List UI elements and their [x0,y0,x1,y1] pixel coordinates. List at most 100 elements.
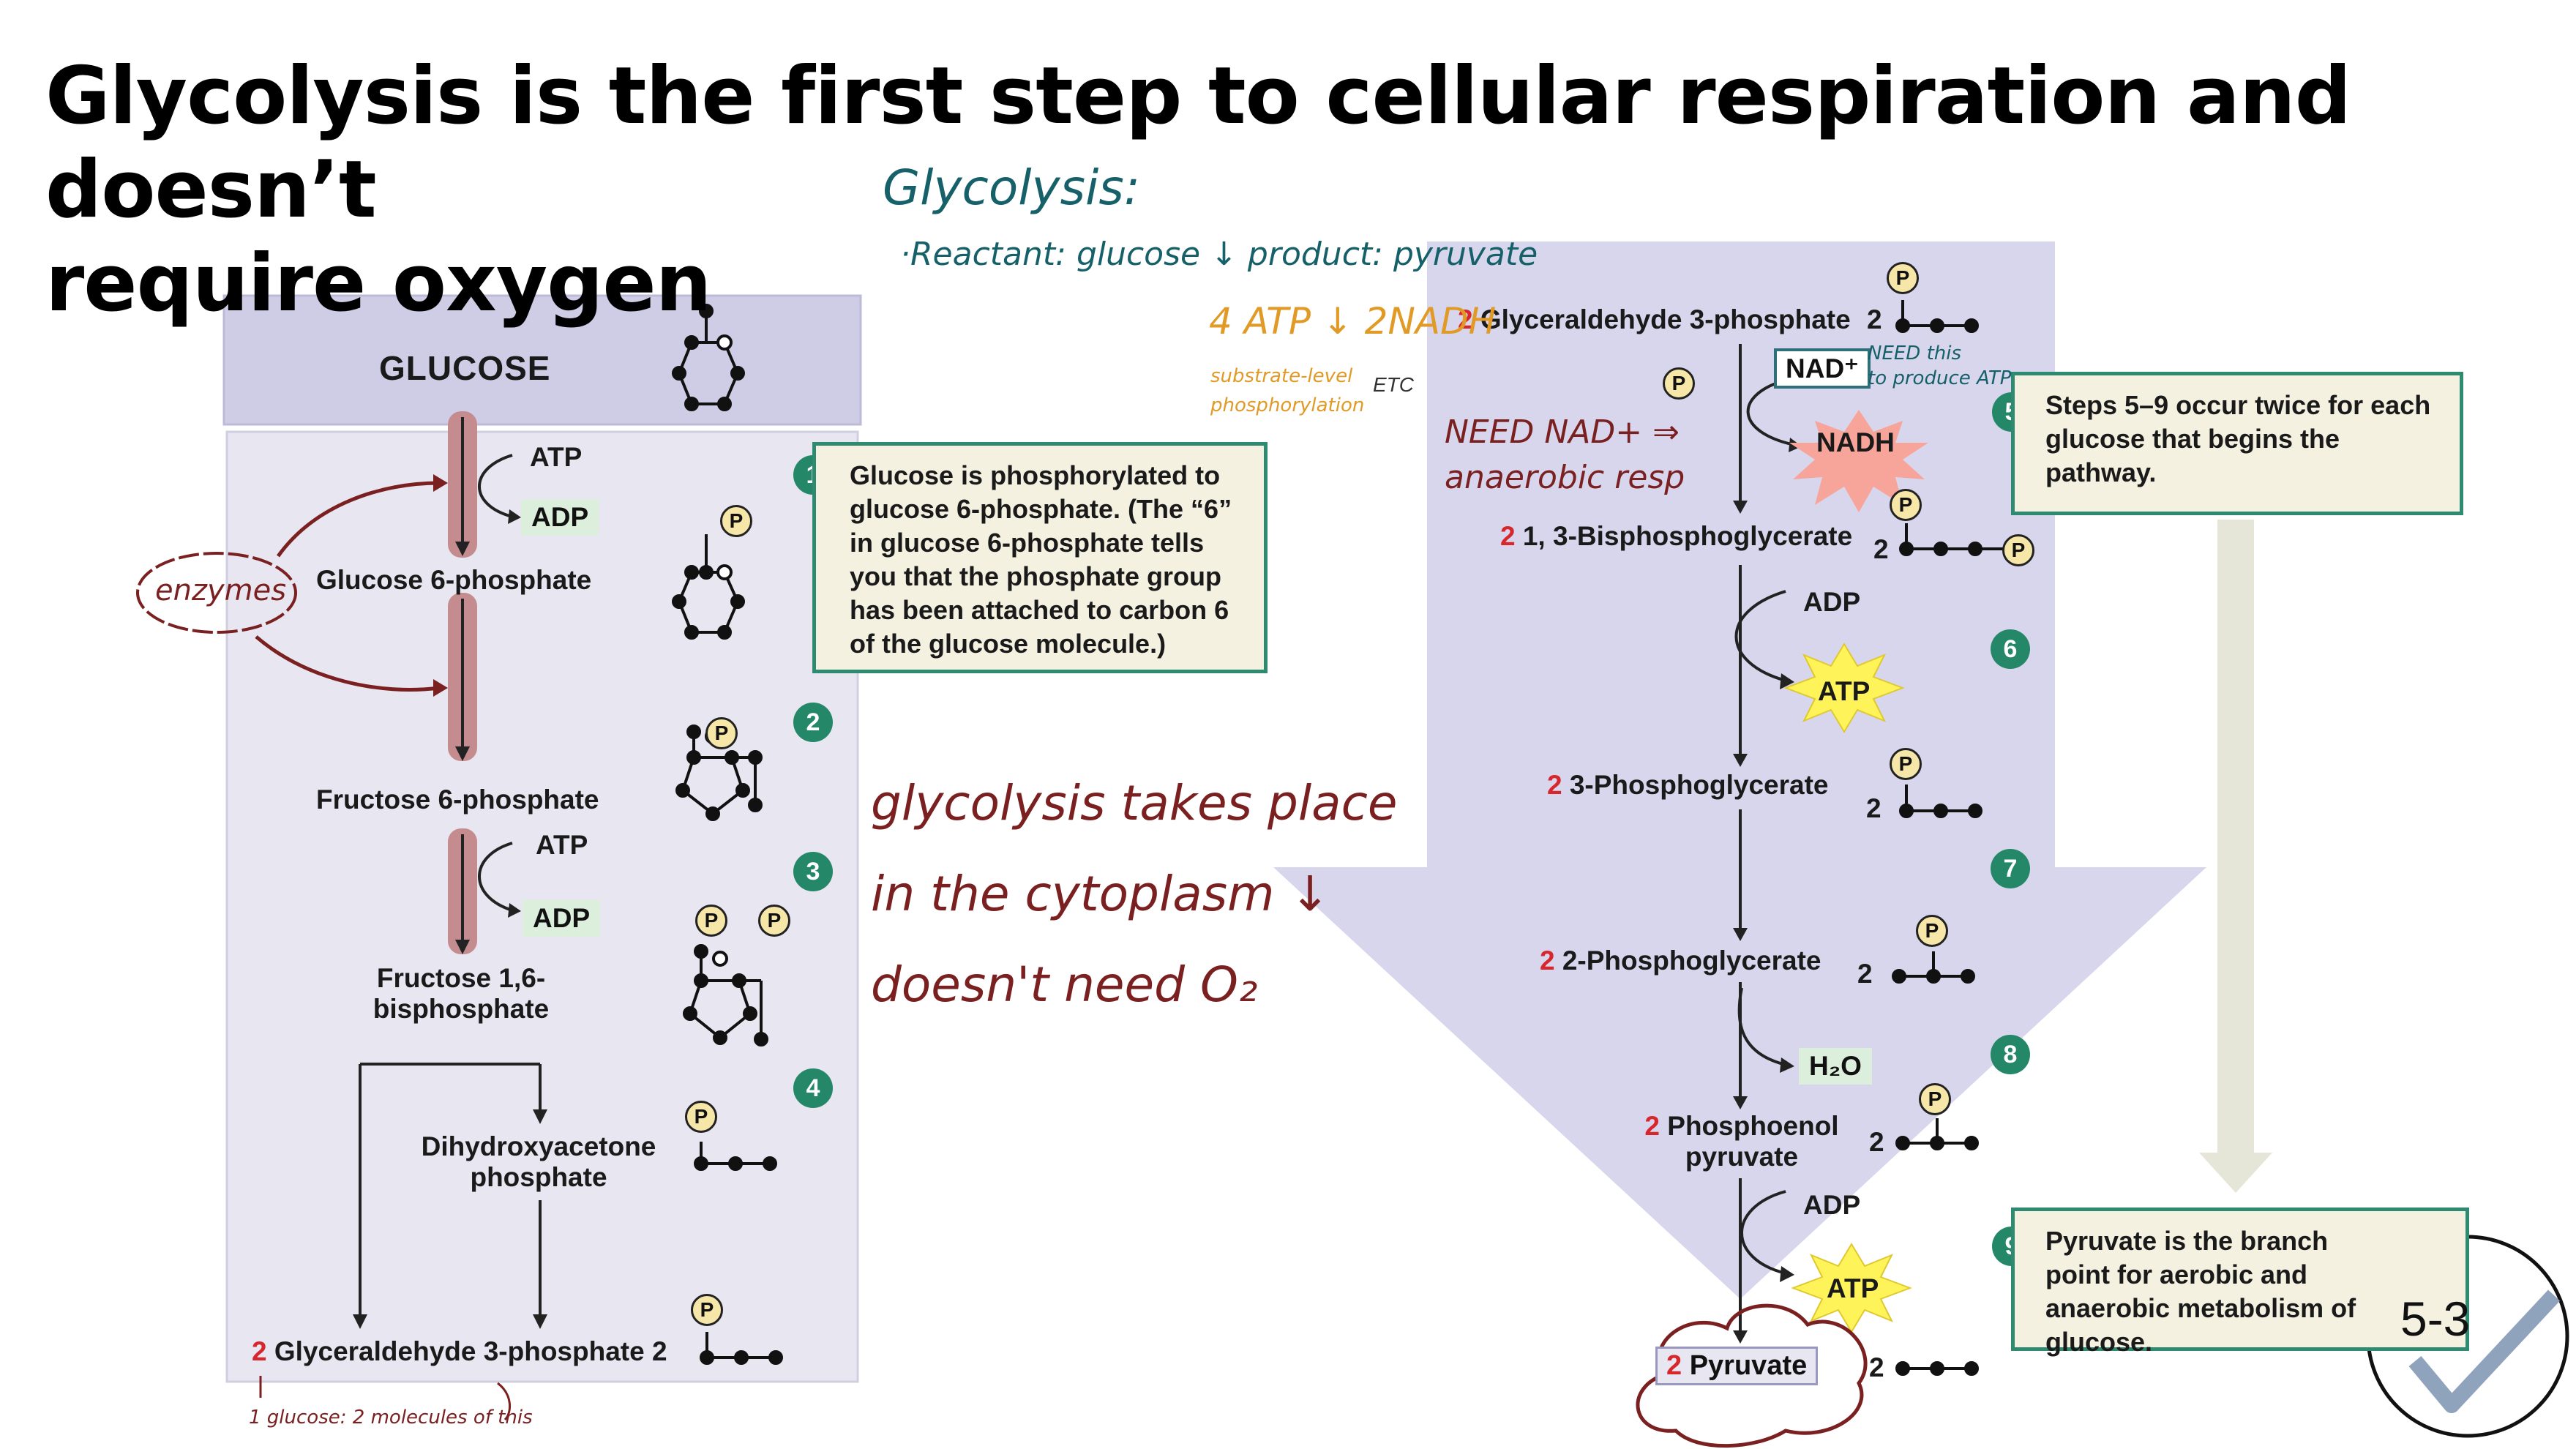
cytoplasm-line3: doesn't need O₂ [871,956,1258,1013]
pyruvate-text: Pyruvate [1689,1350,1808,1381]
right-g3p-label: 2 Glyceraldehyde 3-phosphate 2 [1458,304,1882,335]
cytoplasm-line1: glycolysis takes place [871,775,1398,831]
bpg-chain-icon [1899,523,2014,556]
slide-title: Glycolysis is the first step to cellular… [45,50,2576,331]
handwritten-one-glucose: 1 glucose: 2 molecules of this [249,1407,533,1429]
adp-label-2: ADP [523,900,601,937]
pg2-multiplier: 2 [1857,959,1873,989]
pyruvate-chain-icon [1895,1361,1979,1376]
fructose-16-line1: Fructose 1,6- [376,963,546,993]
phosphate-icon: P [1890,489,1922,521]
dhap-label: Dihydroxyacetone phosphate [414,1131,663,1193]
fructose-6-phosphate-label: Fructose 6-phosphate [316,785,599,815]
g3p-left-chain-icon [700,1332,783,1365]
atp-label-6: ATP [1818,676,1871,706]
step-badge-2: 2 [793,703,833,742]
bpg-count: 2 [1500,521,1516,551]
atp-label-9: ATP [1827,1273,1879,1303]
phosphate-icon: P [1916,915,1948,947]
pep-line2: pyruvate [1685,1142,1799,1172]
slide-number-badge: 5-3 [2400,1292,2471,1346]
pyruvate-multiplier: 2 [1869,1352,1884,1382]
bpg-label: 2 1, 3-Bisphosphoglycerate [1500,521,1852,552]
step-badge-6: 6 [1991,629,2030,669]
right-g3p-multiplier: 2 [1866,304,1882,334]
phosphate-icon: P [720,505,752,537]
phosphate-icon: P [758,905,790,937]
bpg-text: 1, 3-Bisphosphoglycerate [1522,521,1853,551]
phosphate-icon: P [705,717,738,749]
step-1-box: Glucose is phosphorylated to glucose 6-p… [812,442,1268,673]
handwritten-reactant-product: ·Reactant: glucose ↓ product: pyruvate [900,236,1538,273]
left-g3p-count: 2 [252,1336,267,1366]
step-5-box: Steps 5–9 occur twice for each glucose t… [2011,372,2463,515]
slide-title-line1: Glycolysis is the first step to cellular… [45,50,2351,236]
need-this-line1: NEED this [1868,342,1962,364]
slide-title-line2: require oxygen [45,238,712,329]
phosphate-icon: P [1663,367,1695,400]
f6p-ring-icon [675,724,763,821]
phosphate-icon: P [691,1294,723,1326]
big-flow-arrow [1273,242,2206,1299]
g3p-right-chain-icon [1895,300,1979,333]
pg3-text: 3-Phosphoglycerate [1569,770,1829,800]
pg3-multiplier: 2 [1866,793,1882,823]
dhap-line1: Dihydroxyacetone [421,1131,656,1161]
f16bp-ring-icon [683,944,768,1046]
handwritten-need-nad: NEED NAD+ ⇒ anaerobic resp [1445,410,1685,501]
pyruvate-count: 2 [1666,1350,1682,1381]
substrate-line2: phosphorylation [1210,394,1365,416]
handwritten-substrate-level: substrate-level phosphorylation [1210,362,1364,420]
step-badge-8: 8 [1991,1035,2030,1074]
atp-star-6 [1783,643,1905,733]
adp-label-1: ADP [521,499,599,536]
left-g3p-label: 2 Glyceraldehyde 3-phosphate 2 [252,1336,667,1367]
pg3-chain-icon [1899,785,1982,818]
pg2-chain-icon [1892,951,1975,984]
handwritten-need-this: NEED this to produce ATP [1868,341,2011,391]
atp-label-2: ATP [536,830,588,860]
need-nad-line1: NEED NAD+ ⇒ [1445,413,1680,451]
phosphate-icon: P [2002,534,2034,566]
need-nad-line2: anaerobic resp [1445,459,1685,496]
phosphate-icon: P [1919,1083,1951,1115]
pep-count: 2 [1644,1111,1660,1141]
right-g3p-count: 2 [1458,304,1473,334]
handwritten-enzymes: enzymes [155,574,287,607]
pep-multiplier: 2 [1869,1127,1884,1157]
handwritten-cytoplasm-note: glycolysis takes place in the cytoplasm … [871,758,1398,1030]
glucose-ring-icon [672,304,745,411]
handwritten-etc: ETC [1373,373,1414,396]
pg3-label: 2 3-Phosphoglycerate [1547,770,1829,801]
step-badge-4: 4 [793,1068,833,1108]
handwritten-heading: Glycolysis: [883,160,1140,216]
dhap-line2: phosphate [470,1162,607,1192]
fructose-16-line2: bisphosphate [372,994,550,1024]
pg2-label: 2 2-Phosphoglycerate [1540,946,1821,976]
step-badge-3: 3 [793,852,833,891]
nad-label: NAD⁺ [1774,348,1871,389]
checkmark-icon [2408,1289,2561,1413]
pg2-text: 2-Phosphoglycerate [1562,946,1821,976]
pep-label: 2 Phosphoenol pyruvate [1625,1111,1859,1172]
bpg-multiplier: 2 [1873,534,1889,564]
nadh-burst [1789,410,1928,512]
adp-label-6: ADP [1803,587,1861,617]
step-badge-7: 7 [1991,849,2030,888]
phosphate-icon: P [1890,748,1922,780]
enzymes-cloud [136,552,297,634]
h2o-label: H₂O [1799,1048,1872,1085]
pyruvate-label: 2 Pyruvate [1655,1347,1819,1385]
need-this-line2: to produce ATP [1868,367,2012,389]
handwritten-atp-nadh: 4 ATP ↓ 2NADH [1209,300,1497,342]
pg3-count: 2 [1547,770,1562,800]
cytoplasm-line2: in the cytoplasm ↓ [871,866,1330,922]
pyruvate-cloud [1636,1303,1868,1448]
phosphate-icon: P [695,905,727,937]
step-9-box: Pyruvate is the branch point for aerobic… [2011,1208,2469,1357]
left-g3p-text: Glyceraldehyde 3-phosphate 2 [274,1336,667,1366]
g6p-ring-icon [672,534,745,640]
glucose-header: GLUCOSE [379,349,551,387]
substrate-line1: substrate-level [1210,365,1353,387]
